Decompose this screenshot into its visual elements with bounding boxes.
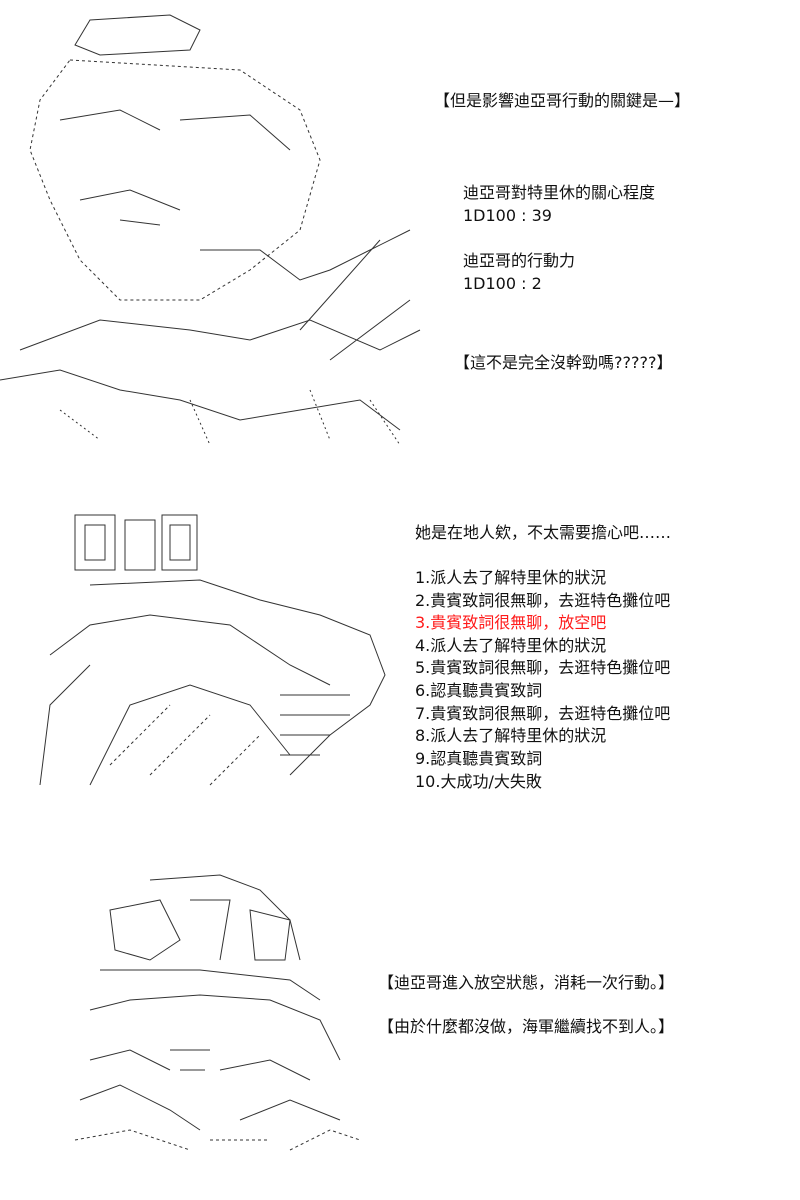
option-item: 2.貴賓致詞很無聊，去逛特色攤位吧: [415, 591, 671, 610]
option-item: 10.大成功/大失敗: [415, 772, 542, 791]
option-item: 4.派人去了解特里休的狀況: [415, 636, 607, 655]
roll2-label: 迪亞哥的行動力: [463, 251, 576, 270]
option-item: 9.認真聽貴賓致詞: [415, 749, 543, 768]
option-item: 8.派人去了解特里休的狀況: [415, 726, 607, 745]
option-item: 7.貴賓致詞很無聊，去逛特色攤位吧: [415, 704, 671, 723]
caption-zone-out: 【迪亞哥進入放空狀態，消耗一次行動。】: [378, 973, 675, 992]
option-item-selected: 3.貴賓致詞很無聊，放空吧: [415, 613, 607, 632]
ascii-art-dio: [30, 505, 400, 795]
option-item: 6.認真聽貴賓致詞: [415, 681, 543, 700]
roll1-label: 迪亞哥對特里休的關心程度: [463, 183, 656, 202]
ascii-art-diego: [0, 0, 440, 460]
ascii-art-character: [70, 870, 370, 1160]
options-intro: 她是在地人欸，不太需要擔心吧……: [415, 523, 672, 542]
caption-no-motivation: 【這不是完全沒幹勁嗎?????】: [454, 353, 673, 372]
option-item: 5.貴賓致詞很無聊，去逛特色攤位吧: [415, 658, 671, 677]
option-item: 1.派人去了解特里休的狀況: [415, 568, 607, 587]
caption-key-factor: 【但是影響迪亞哥行動的關鍵是—】: [434, 91, 691, 110]
caption-navy-no-find: 【由於什麼都沒做，海軍繼續找不到人。】: [378, 1017, 675, 1036]
roll2-value: 1D100 : 2: [463, 274, 542, 293]
roll1-value: 1D100 : 39: [463, 206, 552, 225]
